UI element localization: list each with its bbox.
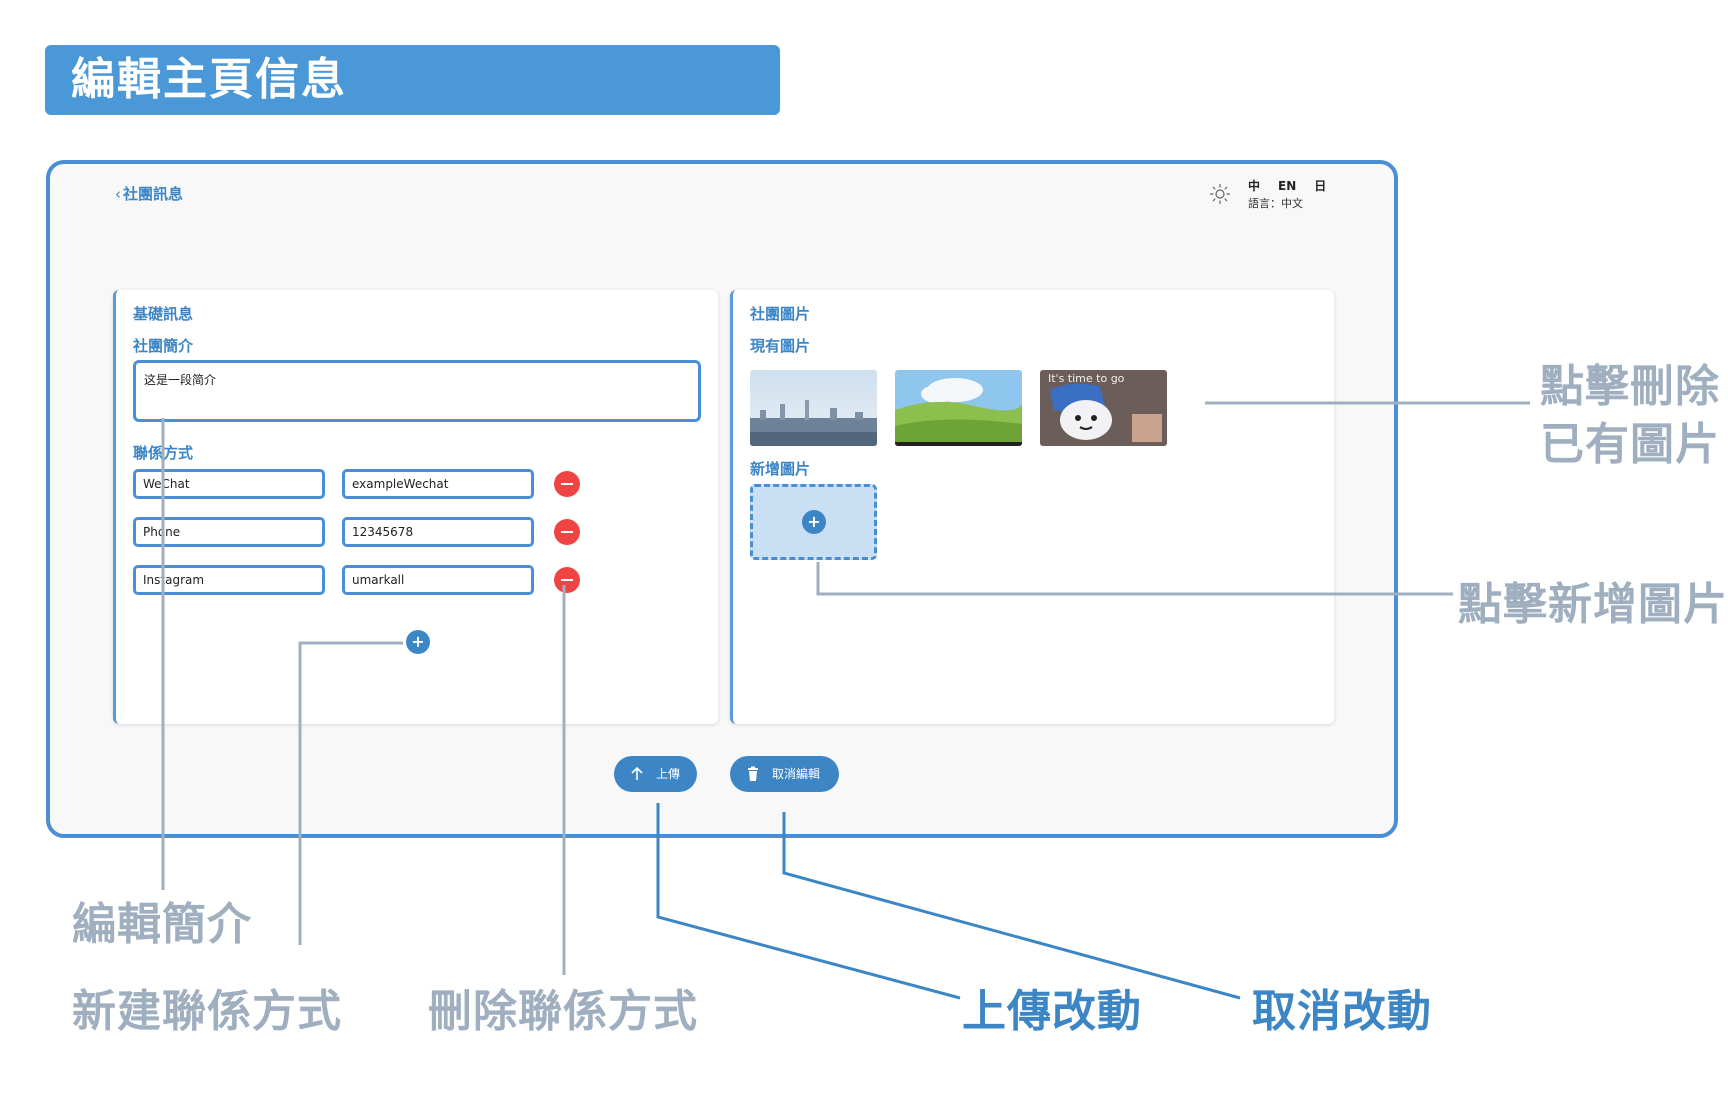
- contact-value-text: 12345678: [352, 525, 414, 539]
- sun-icon[interactable]: [1209, 183, 1231, 205]
- annotation-cancel-changes: 取消改動: [1252, 986, 1432, 1037]
- contact-type-input[interactable]: Instagram: [133, 565, 325, 595]
- contact-type-value: WeChat: [143, 477, 190, 491]
- add-image-dropzone[interactable]: +: [750, 484, 877, 560]
- delete-contact-button[interactable]: [554, 471, 580, 497]
- annotation-new-contact: 新建聯係方式: [72, 986, 342, 1037]
- city-skyline-image: [750, 370, 877, 446]
- green-hills-image: [895, 370, 1022, 446]
- annotation-add-image: 點擊新增圖片: [1458, 579, 1728, 630]
- annotation-delete-images-line1: 點擊刪除: [1540, 361, 1720, 412]
- back-link-label: 社團訊息: [123, 185, 184, 203]
- existing-image-thumbnail[interactable]: It's time to go: [1040, 370, 1167, 446]
- annotation-delete-contact: 刪除聯係方式: [428, 986, 698, 1037]
- lang-option-zh[interactable]: 中: [1248, 179, 1261, 193]
- new-image-label: 新增圖片: [750, 460, 811, 478]
- contact-value-input[interactable]: 12345678: [342, 517, 534, 547]
- intro-label: 社團簡介: [133, 337, 194, 355]
- contact-value-input[interactable]: umarkall: [342, 565, 534, 595]
- cartoon-character-image: It's time to go: [1040, 370, 1167, 446]
- intro-text: 这是一段简介: [144, 373, 217, 387]
- annotation-upload-changes: 上傳改動: [962, 986, 1142, 1037]
- add-contact-button[interactable]: +: [406, 630, 430, 654]
- trash-icon: [748, 766, 758, 781]
- contact-value-text: exampleWechat: [352, 477, 449, 491]
- arrow-up-icon: [631, 766, 643, 780]
- back-link[interactable]: ‹社團訊息: [115, 183, 183, 204]
- contact-value-input[interactable]: exampleWechat: [342, 469, 534, 499]
- contact-type-value: Instagram: [143, 573, 205, 587]
- chevron-left-icon: ‹: [115, 185, 121, 203]
- delete-contact-button[interactable]: [554, 519, 580, 545]
- thumb-caption: It's time to go: [1048, 372, 1125, 385]
- images-heading: 社團圖片: [750, 305, 811, 323]
- contact-type-input[interactable]: Phone: [133, 517, 325, 547]
- upload-button-label: 上傳: [656, 767, 681, 781]
- plus-icon: +: [807, 512, 821, 531]
- cancel-edit-button[interactable]: 取消編輯: [730, 756, 839, 792]
- existing-image-thumbnail[interactable]: [750, 370, 877, 446]
- upload-button[interactable]: 上傳: [614, 756, 697, 792]
- lang-option-ja[interactable]: 日: [1314, 179, 1327, 193]
- language-switcher: 中 EN 日: [1248, 177, 1344, 194]
- basic-info-heading: 基礎訊息: [133, 305, 194, 323]
- existing-images-label: 現有圖片: [750, 337, 811, 355]
- language-current-label: 語言：中文: [1248, 197, 1303, 210]
- add-image-button[interactable]: +: [802, 510, 826, 534]
- intro-textarea[interactable]: 这是一段简介: [133, 360, 701, 422]
- delete-contact-button[interactable]: [554, 567, 580, 593]
- annotation-edit-intro: 編輯簡介: [72, 899, 252, 950]
- cancel-edit-button-label: 取消編輯: [772, 767, 821, 781]
- plus-icon: +: [411, 632, 425, 651]
- contact-value-text: umarkall: [352, 573, 405, 587]
- contact-type-input[interactable]: WeChat: [133, 469, 325, 499]
- annotation-delete-images-line2: 已有圖片: [1540, 419, 1720, 470]
- lang-option-en[interactable]: EN: [1278, 179, 1297, 193]
- existing-image-thumbnail[interactable]: [895, 370, 1022, 446]
- page-title: 編輯主頁信息: [71, 54, 347, 105]
- page-title-banner: 編輯主頁信息: [45, 45, 780, 115]
